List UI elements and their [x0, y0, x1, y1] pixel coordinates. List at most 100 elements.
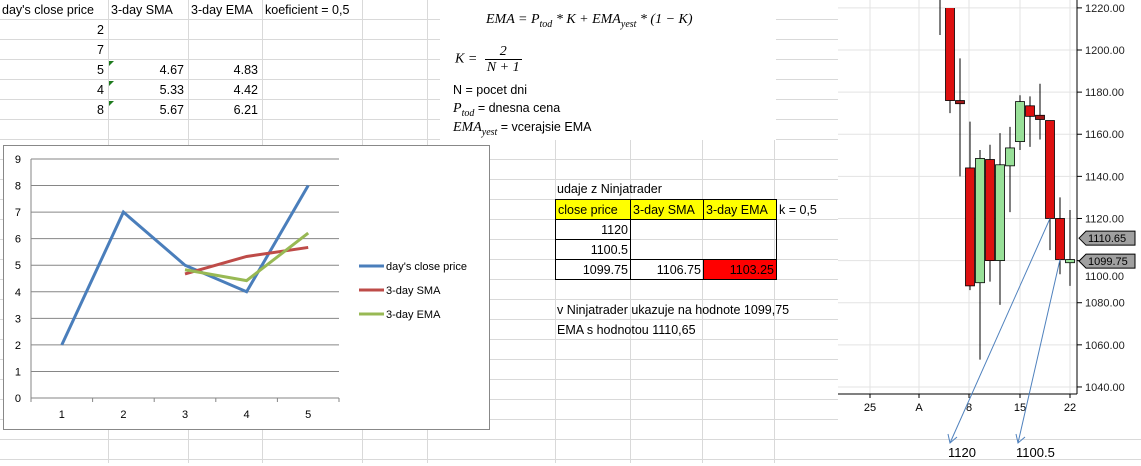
- cell-ema[interactable]: 6.21: [188, 100, 258, 120]
- ema-lhs: EMA =: [486, 12, 531, 27]
- cell-close-price[interactable]: 4: [0, 80, 104, 100]
- p-definition: Ptod = dnesna cena: [453, 98, 560, 118]
- empty-cell: [777, 220, 820, 240]
- price-label: 1180.00: [1085, 87, 1124, 99]
- ninja-title[interactable]: udaje z Ninjatrader: [557, 179, 662, 199]
- note-line-1[interactable]: v Ninjatrader ukazuje na hodnote 1099,75: [557, 300, 789, 320]
- ninja-header-sma[interactable]: 3-day SMA: [631, 200, 704, 220]
- ninja-table: close price 3-day SMA 3-day EMA k = 0,5 …: [555, 199, 820, 280]
- price-label: 1040.00: [1085, 382, 1125, 394]
- cell-ema[interactable]: [188, 40, 258, 60]
- price-label: 1060.00: [1085, 340, 1125, 352]
- candle-body: [1066, 260, 1075, 263]
- p-def-text: = dnesna cena: [474, 101, 560, 115]
- ninja-header-row: close price 3-day SMA 3-day EMA k = 0,5: [556, 200, 820, 220]
- cell-sma[interactable]: 4.67: [108, 60, 184, 80]
- cell-sma[interactable]: 5.33: [108, 80, 184, 100]
- date-label: 8: [966, 402, 972, 414]
- date-label: 25: [864, 402, 876, 414]
- ema-formula: EMA = Ptod * K + EMAyest * (1 − K): [486, 12, 693, 30]
- ninja-cell[interactable]: [631, 240, 704, 260]
- p-symbol: P: [453, 101, 462, 116]
- legend-label: day's close price: [386, 261, 467, 273]
- k-lhs: K =: [455, 52, 481, 67]
- ema-symbol: EMA: [453, 120, 482, 135]
- annotation-label: 1100.5: [1016, 445, 1055, 460]
- table-row: 1099.75 1106.75 1103.25: [556, 260, 820, 280]
- x-tick-label: 2: [120, 409, 126, 421]
- formula-warning-indicator: [109, 81, 114, 86]
- ninja-header-ema[interactable]: 3-day EMA: [704, 200, 777, 220]
- candle-body: [1026, 106, 1035, 117]
- y-tick-label: 5: [15, 260, 21, 272]
- ninja-k-label[interactable]: k = 0,5: [777, 200, 820, 220]
- x-tick-label: 1: [59, 409, 65, 421]
- candlestick-svg: 1040.001060.001080.001100.001120.001140.…: [838, 0, 1141, 463]
- candle-body: [996, 165, 1005, 261]
- ninja-ema-highlighted-cell[interactable]: 1103.25: [704, 260, 777, 280]
- candle-body: [956, 101, 965, 104]
- cell-sma[interactable]: [108, 40, 184, 60]
- legend-label: 3-day EMA: [386, 309, 441, 321]
- formula-warning-indicator: [109, 61, 114, 66]
- candle-body: [1056, 218, 1065, 259]
- p-symbol: P: [531, 12, 540, 27]
- cell-ema[interactable]: [188, 20, 258, 40]
- price-label: 1080.00: [1085, 298, 1125, 310]
- ninja-cell[interactable]: 1099.75: [556, 260, 631, 280]
- candle-body: [946, 0, 955, 101]
- y-tick-label: 2: [15, 340, 21, 352]
- ninja-cell[interactable]: 1100.5: [556, 240, 631, 260]
- x-tick-label: 4: [244, 409, 250, 421]
- cell-close-price[interactable]: 8: [0, 100, 104, 120]
- ninja-cell[interactable]: [704, 220, 777, 240]
- y-tick-label: 6: [15, 234, 21, 246]
- date-label: 22: [1064, 402, 1076, 414]
- table-row: 1100.5: [556, 240, 820, 260]
- ema-def-text: = vcerajsie EMA: [497, 120, 591, 134]
- annotation-label: 1120: [948, 445, 976, 460]
- cell-close-price[interactable]: 7: [0, 40, 104, 60]
- ema-definition: EMAyest = vcerajsie EMA: [453, 117, 591, 137]
- price-label: 1220.00: [1085, 3, 1125, 15]
- header-ema[interactable]: 3-day EMA: [191, 0, 253, 20]
- header-koeficient[interactable]: koeficient = 0,5: [265, 0, 349, 20]
- note-line-2[interactable]: EMA s hodnotou 1110,65: [557, 320, 696, 340]
- price-label: 1100.00: [1085, 271, 1124, 283]
- table-row: 1120: [556, 220, 820, 240]
- formula-warning-indicator: [109, 101, 114, 106]
- price-marker-label: 1110.65: [1088, 233, 1126, 245]
- ninja-cell[interactable]: 1106.75: [631, 260, 704, 280]
- k-denominator: N + 1: [485, 59, 522, 75]
- y-tick-label: 8: [15, 181, 21, 193]
- header-sma[interactable]: 3-day SMA: [111, 0, 173, 20]
- candle-body: [1006, 148, 1015, 166]
- legend-label: 3-day SMA: [386, 285, 441, 297]
- empty-cell: [777, 240, 820, 260]
- candle-body: [986, 160, 995, 261]
- cell-ema[interactable]: 4.42: [188, 80, 258, 100]
- price-label: 1140.00: [1085, 171, 1124, 183]
- header-close-price[interactable]: day's close price: [2, 0, 94, 20]
- candle-body: [966, 168, 975, 286]
- cell-close-price[interactable]: 2: [0, 20, 104, 40]
- ninja-cell[interactable]: [631, 220, 704, 240]
- cell-close-price[interactable]: 5: [0, 60, 104, 80]
- cell-sma[interactable]: [108, 20, 184, 40]
- cell-sma[interactable]: 5.67: [108, 100, 184, 120]
- y-tick-label: 3: [15, 313, 21, 325]
- ema-subscript: yest: [482, 127, 498, 138]
- x-tick-label: 3: [182, 409, 188, 421]
- ninja-header-close[interactable]: close price: [556, 200, 631, 220]
- annotation-arrow: [1018, 260, 1060, 443]
- ninja-cell[interactable]: 1120: [556, 220, 631, 240]
- price-label: 1200.00: [1085, 45, 1125, 57]
- ninja-cell[interactable]: [704, 240, 777, 260]
- ema-subscript: yest: [621, 19, 637, 30]
- cell-ema[interactable]: 4.83: [188, 60, 258, 80]
